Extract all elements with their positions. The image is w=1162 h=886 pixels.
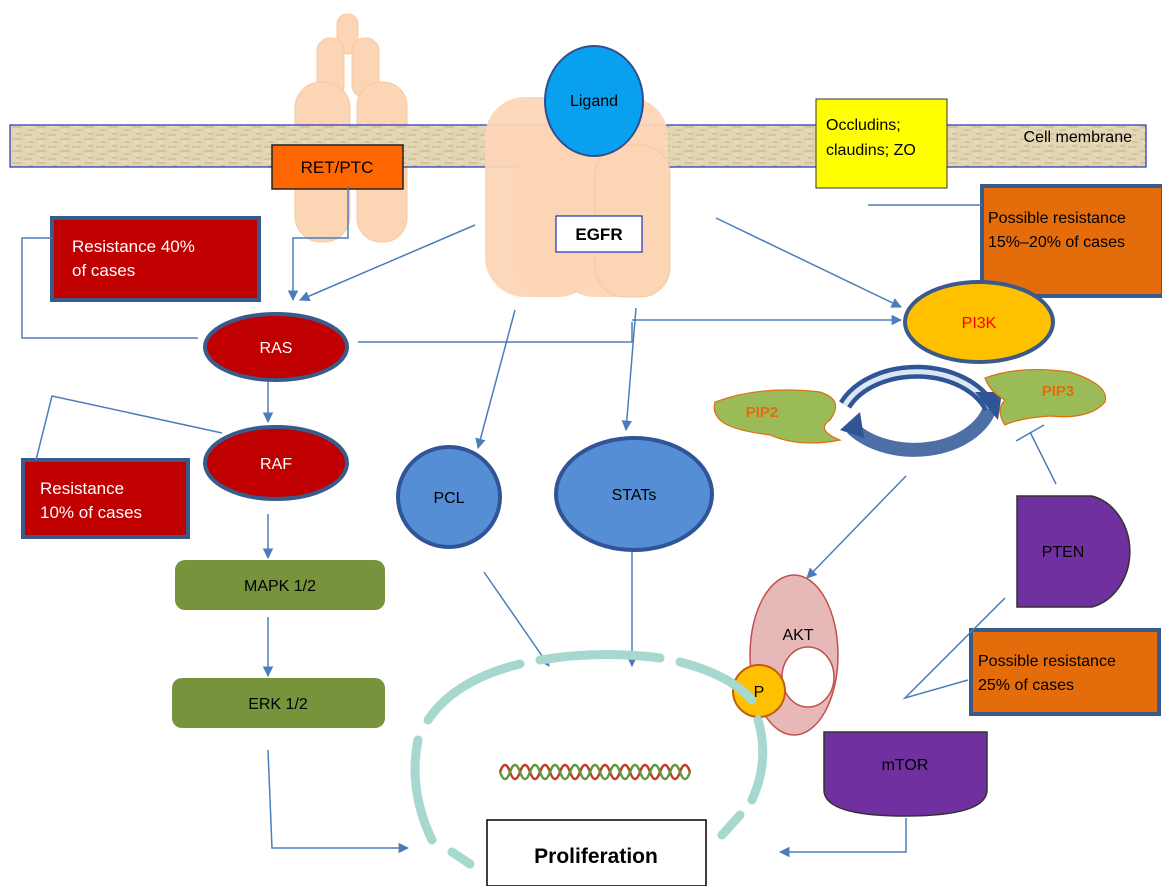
- pcl-label: PCL: [433, 490, 464, 507]
- pip3-shape: [984, 368, 1107, 426]
- pten-node: [1016, 495, 1131, 608]
- resistance-tj-line-2: 15%–20% of cases: [988, 234, 1125, 251]
- raf-label: RAF: [260, 456, 292, 473]
- resistance-raf-line-1: Resistance: [40, 479, 124, 498]
- resistance-tj-box: [980, 184, 1162, 298]
- stats-node: [554, 436, 714, 552]
- resistance-connectors: [21, 204, 1006, 700]
- pten-inhibition: [1015, 424, 1057, 485]
- tight-junction-box: [815, 98, 948, 189]
- pip2-shape: [713, 389, 843, 444]
- proliferation-label: Proliferation: [534, 845, 658, 868]
- ligand: [544, 45, 644, 157]
- resistance-tj-line-1: Possible resistance: [988, 210, 1126, 227]
- mapk-label: MAPK 1/2: [244, 578, 316, 595]
- ret-ptc-box: [271, 144, 404, 190]
- resistance-raf-box: [21, 458, 190, 539]
- resistance-raf-line-2: 10% of cases: [40, 503, 142, 522]
- akt-pocket: [781, 646, 835, 708]
- pip2-label: PIP2: [746, 404, 779, 421]
- membrane-label: Cell membrane: [1024, 129, 1133, 146]
- tight-junction-label-2: claudins; ZO: [826, 142, 916, 159]
- pip-cycle: [839, 364, 1002, 457]
- stats-label: STATs: [612, 487, 657, 504]
- mtor-label: mTOR: [882, 757, 929, 774]
- erk-label: ERK 1/2: [248, 696, 308, 713]
- egfr-label: EGFR: [575, 225, 622, 244]
- resistance-pten-line-2: 25% of cases: [978, 677, 1074, 694]
- tight-junction-label-1: Occludins;: [826, 117, 901, 134]
- pi3k-node: [903, 280, 1055, 364]
- resistance-pten-line-1: Possible resistance: [978, 653, 1116, 670]
- resistance-pten-box: [969, 628, 1161, 716]
- ligand-label: Ligand: [570, 93, 618, 110]
- phosphate-label: P: [754, 684, 765, 701]
- pten-label: PTEN: [1042, 544, 1085, 561]
- egfr-label-box: [555, 215, 643, 253]
- pcl-node: [396, 445, 502, 549]
- ret-ptc-label: RET/PTC: [301, 158, 374, 177]
- dna-helix: [498, 763, 692, 781]
- signal-arrows: [262, 186, 907, 858]
- proliferation-box: [486, 819, 707, 886]
- resistance-ras-line-2: of cases: [72, 261, 135, 280]
- mapk-node: [175, 560, 385, 610]
- mtor-node: [823, 731, 988, 817]
- raf-node: [203, 425, 349, 501]
- erk-node: [172, 678, 385, 728]
- pi3k-label: PI3K: [962, 315, 997, 332]
- pip3-label: PIP3: [1042, 383, 1075, 400]
- ras-node: [203, 312, 349, 382]
- resistance-ras-box: [50, 216, 261, 302]
- resistance-ras-line-1: Resistance 40%: [72, 237, 195, 256]
- akt-label: AKT: [782, 627, 813, 644]
- ras-label: RAS: [260, 340, 293, 357]
- nucleus-envelope: [410, 649, 768, 869]
